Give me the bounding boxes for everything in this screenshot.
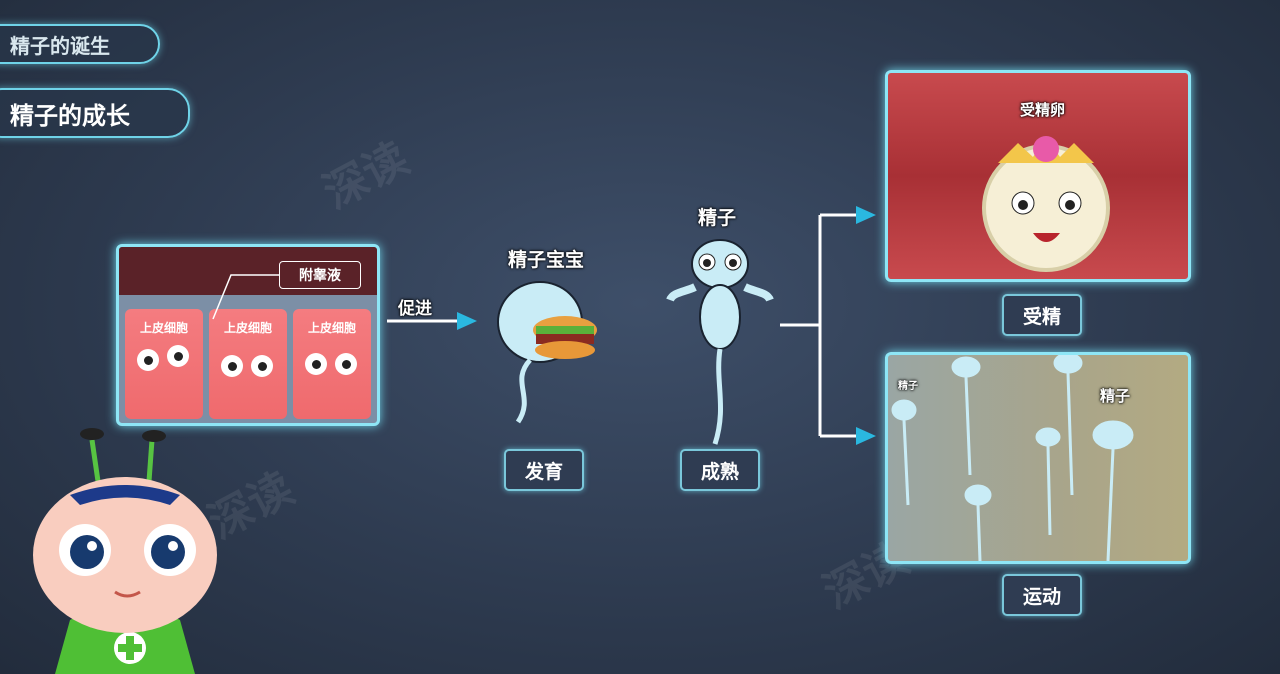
watermark: 深读 (315, 132, 417, 220)
mature-sperm-illustration (666, 239, 774, 445)
baby-title: 精子宝宝 (508, 249, 585, 271)
stage-mature[interactable]: 成熟 (680, 449, 760, 491)
fluid-label: 附睾液 (279, 261, 361, 289)
fertilization-panel: 受精卵 (885, 70, 1191, 282)
epithelial-cell: 上皮细胞 (293, 309, 371, 419)
stage-develop[interactable]: 发育 (504, 449, 584, 491)
tab-growth[interactable]: 精子的成长 (0, 88, 190, 138)
egg-illustration (982, 136, 1110, 272)
sperm-label-small: 精子 (898, 381, 918, 392)
arrow-branch (780, 206, 876, 445)
tab-birth[interactable]: 精子的诞生 (0, 24, 160, 64)
egg-label: 受精卵 (1020, 101, 1066, 119)
pointer-line (212, 274, 281, 320)
promote-label: 促进 (398, 299, 432, 319)
arrow-promote (387, 312, 477, 330)
epididymis-panel: 上皮细胞 上皮细胞 上皮细胞 附睾液 (116, 244, 380, 426)
mascot-illustration (33, 428, 217, 674)
sperm-label-large: 精子 (1100, 387, 1131, 405)
sperm-title: 精子 (698, 207, 737, 229)
epithelial-cell: 上皮细胞 (209, 309, 287, 419)
swimming-sperm-illustration (891, 355, 1134, 561)
baby-sperm-illustration (497, 281, 597, 424)
stage-fertilize[interactable]: 受精 (1002, 294, 1082, 336)
motion-panel: 精子 精子 (885, 352, 1191, 564)
epithelial-cell: 上皮细胞 (125, 309, 203, 419)
stage-motion[interactable]: 运动 (1002, 574, 1082, 616)
